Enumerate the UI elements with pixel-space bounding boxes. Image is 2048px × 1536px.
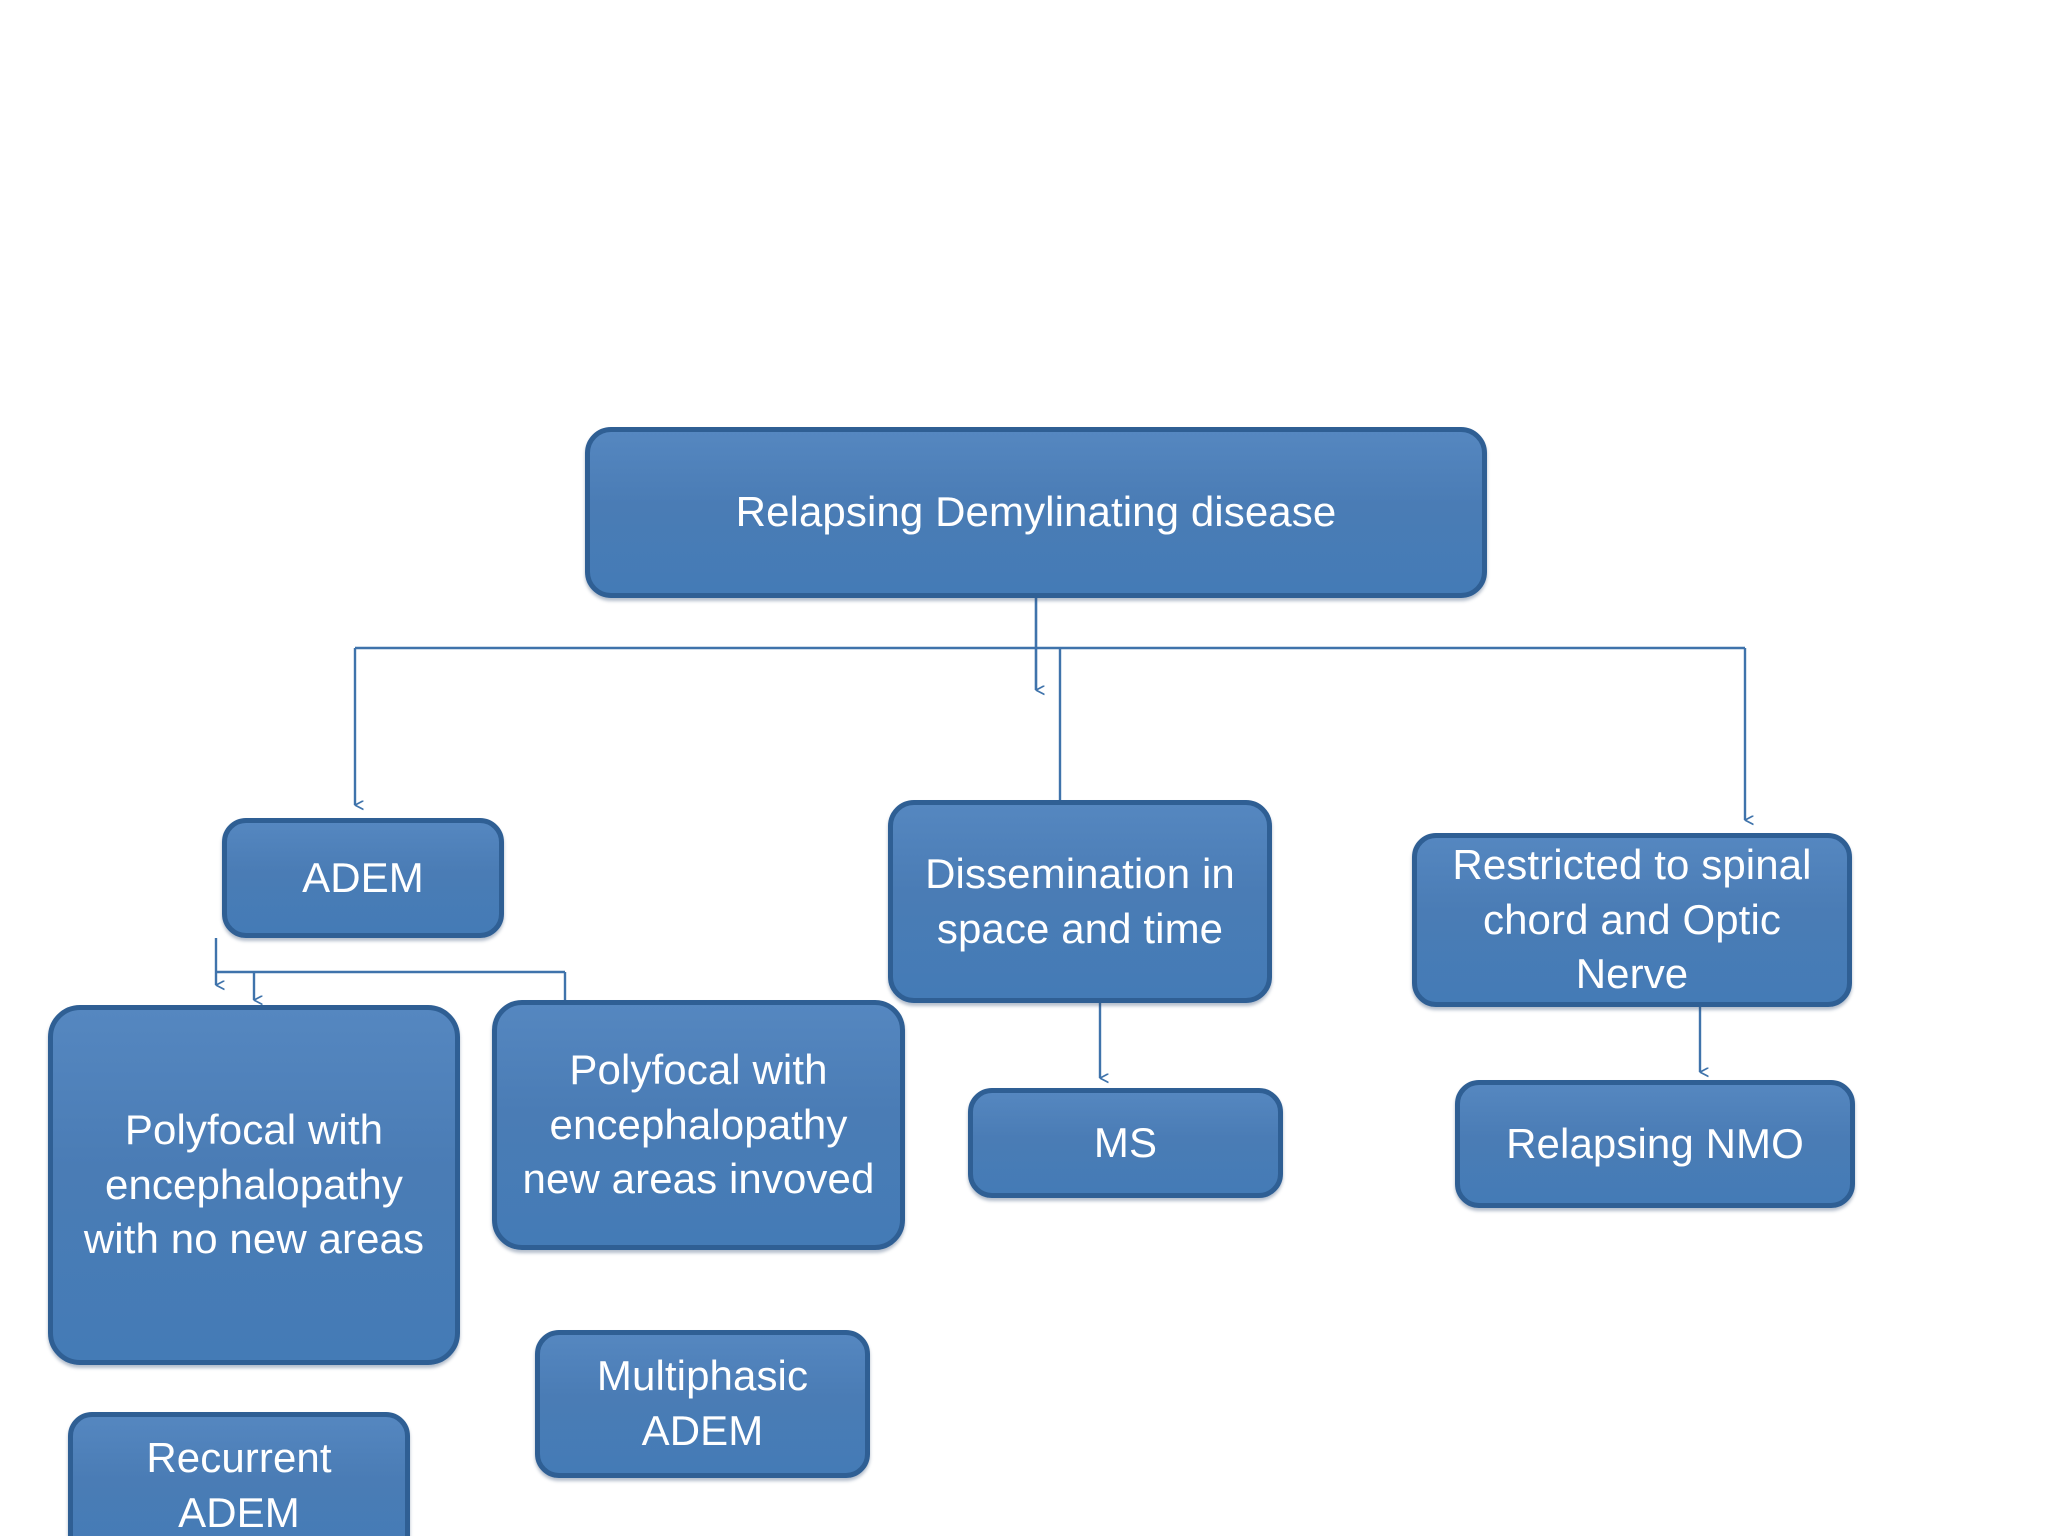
node-label: Relapsing NMO bbox=[1506, 1119, 1804, 1167]
node-label: Relapsing Demylinating disease bbox=[735, 488, 1337, 536]
multiphasic-adem-node[interactable]: Multiphasic ADEM bbox=[535, 1330, 870, 1478]
polyfocal-with-encephalopathy-new-areas-invoved-node[interactable]: Polyfocal with encephalopathy new areas … bbox=[492, 1000, 905, 1250]
relapsing-demyelinating-disease-node[interactable]: Relapsing Demylinating disease bbox=[585, 427, 1487, 598]
dissemination-in-space-and-time-node[interactable]: Dissemination in space and time bbox=[888, 800, 1272, 1003]
restricted-to-spinal-chord-and-optic-nerve-node[interactable]: Restricted to spinal chord and Optic Ner… bbox=[1412, 833, 1852, 1007]
node-label: Polyfocal with encephalopathy with no ne… bbox=[83, 1106, 425, 1263]
recurrent-adem-node[interactable]: Recurrent ADEM bbox=[68, 1412, 410, 1536]
node-label: MS bbox=[1093, 1118, 1158, 1166]
node-label: ADEM bbox=[302, 853, 424, 901]
ms-node[interactable]: MS bbox=[968, 1088, 1283, 1198]
adem-node[interactable]: ADEM bbox=[222, 818, 504, 938]
polyfocal-with-encephalopathy-with-no-new-areas-node[interactable]: Polyfocal with encephalopathy with no ne… bbox=[48, 1005, 460, 1365]
node-label: Recurrent ADEM bbox=[146, 1434, 332, 1536]
relapsing-nmo-node[interactable]: Relapsing NMO bbox=[1455, 1080, 1855, 1208]
node-label: Dissemination in space and time bbox=[925, 849, 1235, 952]
node-label: Polyfocal with encephalopathy new areas … bbox=[522, 1046, 875, 1203]
node-label: Restricted to spinal chord and Optic Ner… bbox=[1452, 841, 1812, 998]
node-label: Multiphasic ADEM bbox=[596, 1352, 809, 1454]
